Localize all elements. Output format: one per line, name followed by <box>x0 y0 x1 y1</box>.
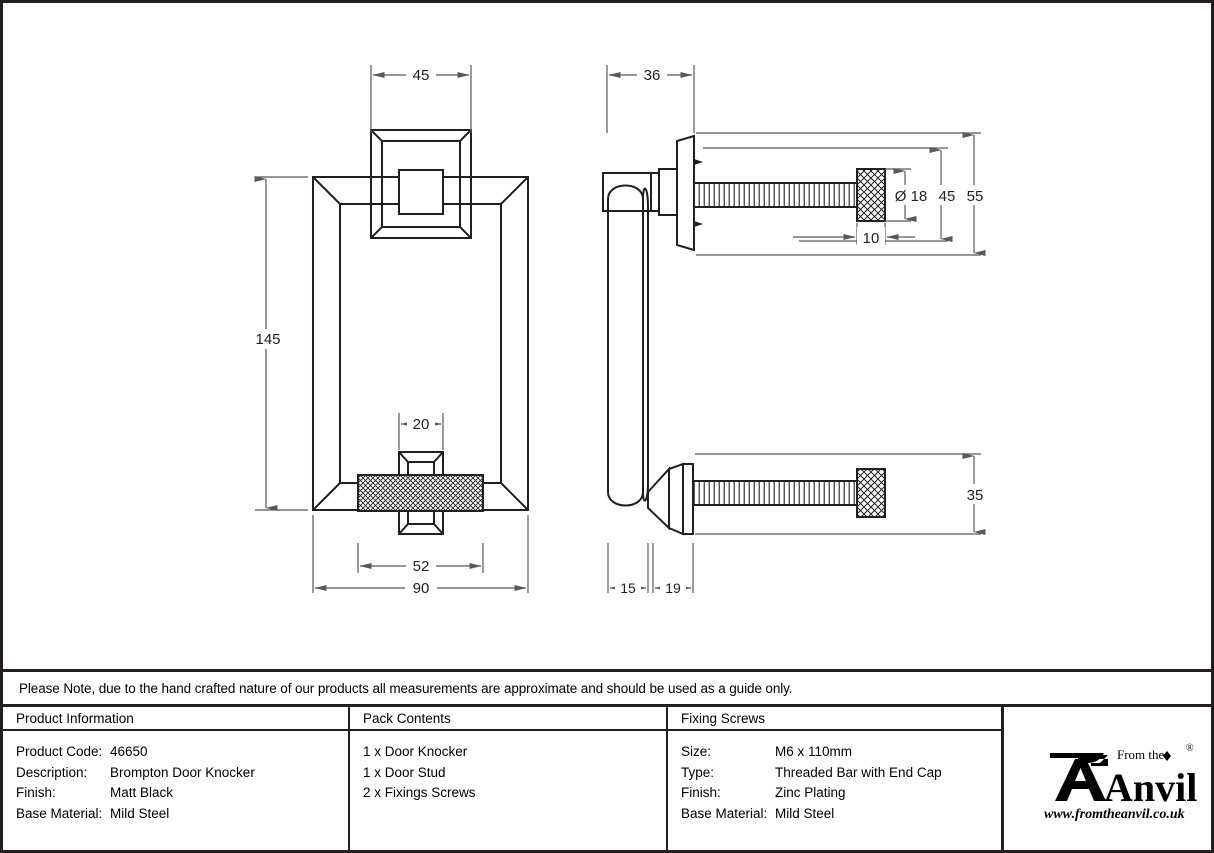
table-row: Size: M6 x 110mm <box>681 742 1001 763</box>
field-label: Base Material: <box>16 805 103 821</box>
table-row: Finish: Zinc Plating <box>681 783 1001 804</box>
field-value: Matt Black <box>110 785 174 800</box>
dimension-label-90: 90 <box>413 580 430 597</box>
product-info-table: Please Note, due to the hand crafted nat… <box>3 669 1211 850</box>
table-row: Type: Threaded Bar with End Cap <box>681 763 1001 784</box>
dimension-label-20: 20 <box>413 416 430 433</box>
column-product-information: Product Information Product Code: 46650 … <box>3 707 348 850</box>
list-item: 1 x Door Knocker <box>363 744 468 759</box>
front-view-geometry <box>312 129 529 535</box>
table-row: Base Material: Mild Steel <box>681 804 1001 825</box>
from-the-anvil-logo: Anvil From the ® www.fromtheanvil.co.uk <box>1034 737 1202 822</box>
dimension-label-10: 10 <box>863 230 880 247</box>
field-label: Type: <box>681 764 715 780</box>
field-label: Product Code: <box>16 744 103 759</box>
dimension-label-45: 45 <box>413 67 430 84</box>
disclaimer-note-text: Please Note, due to the hand crafted nat… <box>19 680 793 696</box>
logo-cell: Anvil From the ® www.fromtheanvil.co.uk <box>1004 707 1211 850</box>
table-row: Base Material: Mild Steel <box>16 804 348 825</box>
disclaimer-note-row: Please Note, due to the hand crafted nat… <box>3 672 1211 707</box>
dimension-label-36: 36 <box>644 67 661 84</box>
field-value: 46650 <box>110 744 148 759</box>
column-fixing-screws: Fixing Screws Size: M6 x 110mm Type: Thr… <box>666 707 1001 850</box>
field-value: M6 x 110mm <box>775 744 853 759</box>
logo-registered-mark: ® <box>1186 743 1194 754</box>
column-body-fixing-screws: Size: M6 x 110mm Type: Threaded Bar with… <box>668 731 1001 824</box>
table-row: Product Code: 46650 <box>16 742 348 763</box>
table-row: Description: Brompton Door Knocker <box>16 763 348 784</box>
field-label: Description: <box>16 764 88 780</box>
dimension-label-diameter-18: Ø 18 <box>895 188 928 205</box>
logo-svg: Anvil From the ® www.fromtheanvil.co.uk <box>1042 743 1197 822</box>
field-value: Threaded Bar with End Cap <box>775 764 942 780</box>
field-value: Brompton Door Knocker <box>110 764 255 780</box>
field-label: Finish: <box>681 785 721 800</box>
list-item: 2 x Fixings Screws <box>363 785 476 800</box>
logo-top-text: From the <box>1117 747 1165 762</box>
dimension-label-145: 145 <box>255 331 280 348</box>
side-view-geometry <box>602 134 886 536</box>
drawing-area: 45 145 20 52 90 36 Ø 18 45 55 10 <box>3 3 1211 669</box>
column-header-pack-contents: Pack Contents <box>350 707 666 731</box>
column-pack-contents: Pack Contents 1 x Door Knocker 1 x Door … <box>348 707 666 850</box>
technical-drawing-svg: 45 145 20 52 90 36 Ø 18 45 55 10 <box>251 65 989 598</box>
dimension-label-45-screw: 45 <box>939 188 956 205</box>
dimension-label-15: 15 <box>620 580 636 596</box>
column-body-pack-contents: 1 x Door Knocker 1 x Door Stud 2 x Fixin… <box>350 731 666 804</box>
column-brand-logo: Anvil From the ® www.fromtheanvil.co.uk <box>1001 707 1211 850</box>
dimension-label-55: 55 <box>967 188 984 205</box>
field-value: Mild Steel <box>110 805 170 821</box>
list-item: 1 x Door Stud <box>363 764 446 780</box>
column-header-product-information: Product Information <box>3 707 348 731</box>
field-value: Mild Steel <box>775 805 835 821</box>
dimension-label-35: 35 <box>967 487 984 504</box>
field-label: Base Material: <box>681 805 768 821</box>
field-label: Finish: <box>16 785 56 800</box>
table-columns: Product Information Product Code: 46650 … <box>3 707 1211 850</box>
logo-website-text: www.fromtheanvil.co.uk <box>1044 807 1185 821</box>
dimension-label-52: 52 <box>413 558 430 575</box>
field-value: Zinc Plating <box>775 785 846 800</box>
dimension-label-19: 19 <box>665 580 681 596</box>
logo-main-text: Anvil <box>1104 765 1197 810</box>
column-body-product-information: Product Code: 46650 Description: Brompto… <box>3 731 348 824</box>
dimension-10 <box>793 223 915 245</box>
column-header-fixing-screws: Fixing Screws <box>668 707 1001 731</box>
diamond-icon <box>1163 751 1171 761</box>
field-label: Size: <box>681 744 712 759</box>
table-row: Finish: Matt Black <box>16 783 348 804</box>
